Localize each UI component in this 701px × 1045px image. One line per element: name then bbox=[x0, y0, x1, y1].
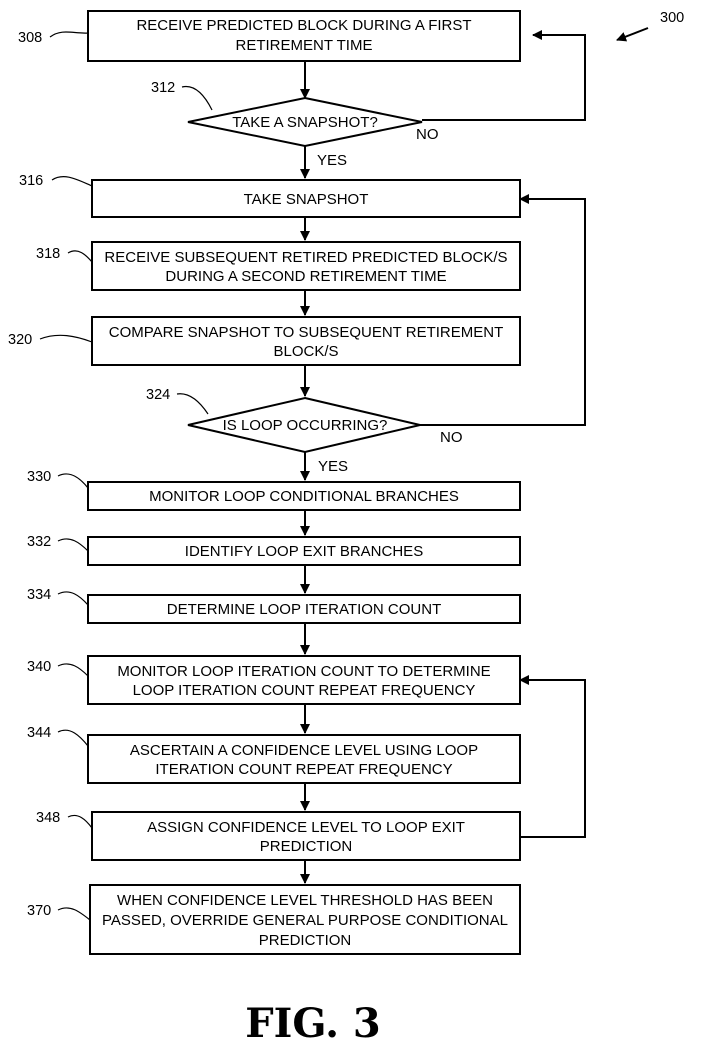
process-box bbox=[87, 594, 521, 624]
reference-numeral: 348 bbox=[36, 810, 60, 826]
step-318: RECEIVE SUBSEQUENT RETIRED PREDICTED BLO… bbox=[36, 241, 521, 291]
figure-reference: 300 bbox=[616, 10, 684, 42]
decision-diamond bbox=[187, 96, 423, 148]
step-text-line: DURING A SECOND RETIREMENT TIME bbox=[165, 268, 446, 285]
step-text-line: COMPARE SNAPSHOT TO SUBSEQUENT RETIREMEN… bbox=[109, 324, 504, 341]
process-box bbox=[91, 811, 521, 861]
reference-numeral: 340 bbox=[27, 659, 51, 675]
arrow-348-loop bbox=[519, 675, 586, 838]
step-text-line: MONITOR LOOP ITERATION COUNT TO DETERMIN… bbox=[117, 663, 490, 680]
reference-numeral: 312 bbox=[151, 80, 175, 96]
step-340: MONITOR LOOP ITERATION COUNT TO DETERMIN… bbox=[27, 655, 521, 705]
arrow-312-no-loop bbox=[422, 30, 586, 121]
step-332: IDENTIFY LOOP EXIT BRANCHES 332 bbox=[27, 534, 521, 566]
step-text-line: PASSED, OVERRIDE GENERAL PURPOSE CONDITI… bbox=[102, 912, 508, 929]
reference-numeral: 334 bbox=[27, 587, 51, 603]
reference-numeral: 370 bbox=[27, 903, 51, 919]
step-text-line: PREDICTION bbox=[259, 932, 352, 949]
step-text-line: DETERMINE LOOP ITERATION COUNT bbox=[167, 601, 441, 618]
step-348: ASSIGN CONFIDENCE LEVEL TO LOOP EXIT PRE… bbox=[36, 810, 521, 861]
process-box bbox=[87, 655, 521, 705]
decision-text: TAKE A SNAPSHOT? bbox=[232, 114, 378, 131]
step-316: TAKE SNAPSHOT 316 bbox=[19, 173, 521, 218]
decision-text: IS LOOP OCCURRING? bbox=[223, 417, 388, 434]
step-324: IS LOOP OCCURRING? 324 NO YES bbox=[146, 387, 463, 475]
step-370: WHEN CONFIDENCE LEVEL THRESHOLD HAS BEEN… bbox=[27, 884, 521, 955]
figure-number: 300 bbox=[660, 10, 684, 26]
step-text-line: RETIREMENT TIME bbox=[236, 37, 373, 54]
step-text-line: WHEN CONFIDENCE LEVEL THRESHOLD HAS BEEN bbox=[117, 892, 493, 909]
leader-line bbox=[51, 176, 93, 187]
leader-line bbox=[57, 907, 91, 921]
leader-line bbox=[67, 250, 93, 263]
leader-line bbox=[57, 538, 89, 552]
yes-label: YES bbox=[318, 458, 348, 475]
reference-numeral: 320 bbox=[8, 332, 32, 348]
step-334: DETERMINE LOOP ITERATION COUNT 334 bbox=[27, 587, 521, 624]
arrow-324-no-loop bbox=[420, 194, 586, 426]
step-312: TAKE A SNAPSHOT? 312 NO YES bbox=[151, 80, 439, 169]
step-text-line: IDENTIFY LOOP EXIT BRANCHES bbox=[185, 543, 423, 560]
connectors bbox=[300, 30, 586, 884]
reference-numeral: 324 bbox=[146, 387, 170, 403]
process-box bbox=[87, 481, 521, 511]
no-label: NO bbox=[440, 429, 463, 446]
process-box bbox=[91, 241, 521, 291]
leader-line bbox=[57, 591, 89, 606]
step-text-line: RECEIVE SUBSEQUENT RETIRED PREDICTED BLO… bbox=[104, 249, 507, 266]
leader-line bbox=[176, 393, 209, 415]
leader-line bbox=[57, 473, 89, 489]
step-308: RECEIVE PREDICTED BLOCK DURING A FIRST R… bbox=[18, 10, 521, 62]
yes-label: YES bbox=[317, 152, 347, 169]
reference-numeral: 316 bbox=[19, 173, 43, 189]
reference-numeral: 332 bbox=[27, 534, 51, 550]
process-box bbox=[87, 10, 521, 62]
reference-numeral: 308 bbox=[18, 30, 42, 46]
leader-line bbox=[39, 334, 93, 343]
step-text-line: BLOCK/S bbox=[273, 343, 338, 360]
reference-numeral: 318 bbox=[36, 246, 60, 262]
leader-line bbox=[181, 85, 213, 111]
step-text-line: MONITOR LOOP CONDITIONAL BRANCHES bbox=[149, 488, 459, 505]
step-text-line: PREDICTION bbox=[260, 838, 353, 855]
figure-pointer-arrow bbox=[616, 27, 649, 42]
leader-line bbox=[49, 31, 89, 38]
leader-line bbox=[67, 814, 93, 829]
step-text-line: ASSIGN CONFIDENCE LEVEL TO LOOP EXIT bbox=[147, 819, 465, 836]
process-box bbox=[91, 316, 521, 366]
step-330: MONITOR LOOP CONDITIONAL BRANCHES 330 bbox=[27, 469, 521, 511]
figure-caption: FIG. 3 bbox=[245, 1000, 381, 1045]
step-text-line: ITERATION COUNT REPEAT FREQUENCY bbox=[155, 761, 452, 778]
process-box bbox=[91, 179, 521, 218]
step-344: ASCERTAIN A CONFIDENCE LEVEL USING LOOP … bbox=[27, 725, 521, 784]
reference-numeral: 344 bbox=[27, 725, 51, 741]
step-text-line: ASCERTAIN A CONFIDENCE LEVEL USING LOOP bbox=[130, 742, 478, 759]
reference-numeral: 330 bbox=[27, 469, 51, 485]
leader-line bbox=[57, 663, 89, 677]
step-text-line: TAKE SNAPSHOT bbox=[244, 191, 369, 208]
decision-diamond bbox=[187, 396, 421, 454]
process-box bbox=[89, 884, 521, 955]
step-text-line: LOOP ITERATION COUNT REPEAT FREQUENCY bbox=[133, 682, 476, 699]
no-label: NO bbox=[416, 126, 439, 143]
step-320: COMPARE SNAPSHOT TO SUBSEQUENT RETIREMEN… bbox=[8, 316, 521, 366]
leader-line bbox=[57, 729, 89, 747]
step-text-line: RECEIVE PREDICTED BLOCK DURING A FIRST bbox=[136, 17, 471, 34]
process-box bbox=[87, 734, 521, 784]
